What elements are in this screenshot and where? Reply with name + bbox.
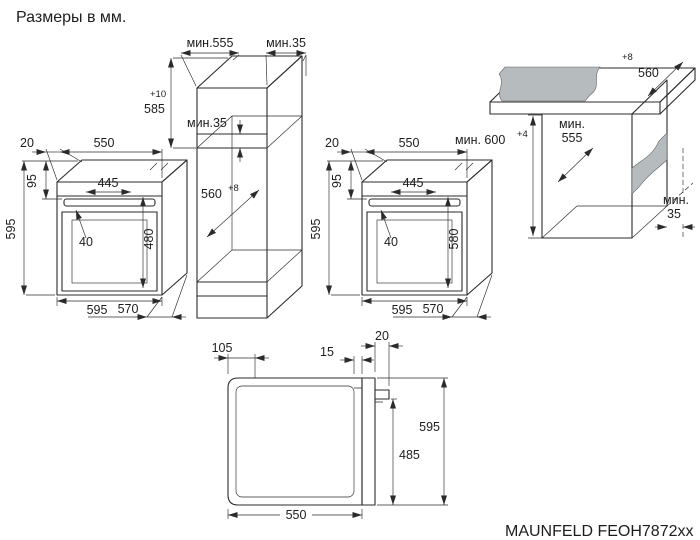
cabinet-top-face bbox=[196, 55, 303, 89]
cabinet-niche-interior bbox=[196, 115, 303, 283]
oven-handle-side bbox=[374, 389, 390, 400]
oven-side-face bbox=[161, 159, 188, 296]
dim-label-445: 445 bbox=[98, 176, 119, 190]
dim-label-445: 445 bbox=[403, 176, 424, 190]
oven-door bbox=[61, 211, 158, 292]
niche-walls bbox=[541, 113, 633, 239]
oven-side-view-drawing: 105 15 20 595 485 550 bbox=[212, 329, 448, 522]
dim-label-height-min600: мин. 600 bbox=[455, 133, 505, 147]
dim-label-vent-gap-min35: мин.35 bbox=[187, 116, 227, 130]
oven-side-face bbox=[466, 159, 493, 296]
oven-chassis-inner bbox=[235, 385, 355, 498]
dim-label-width-550: 550 bbox=[399, 136, 420, 150]
dim-label-width-bottom-595: 595 bbox=[87, 303, 108, 317]
dim-label-min-word-2: мин. bbox=[663, 193, 689, 207]
dim-label-depth-555: 555 bbox=[562, 131, 583, 145]
dim-label-height-595: 595 bbox=[309, 219, 323, 240]
dim-label-95: 95 bbox=[330, 174, 344, 188]
oven-handle bbox=[63, 198, 156, 207]
oven-isometric-left-drawing: 20 550 95 595 445 40 480 595 570 bbox=[4, 136, 188, 320]
undercounter-niche-drawing: +8 560 мин. 600 +4 мин. 555 мин. 35 bbox=[455, 52, 696, 239]
dim-label-height-595: 595 bbox=[419, 420, 440, 434]
dim-label-480: 480 bbox=[142, 229, 156, 250]
dim-label-gap-20: 20 bbox=[20, 136, 34, 150]
model-label: MAUNFELD FEOH7872xx bbox=[505, 523, 694, 540]
dim-label-40: 40 bbox=[79, 235, 93, 249]
oven-door-side bbox=[361, 377, 376, 506]
dim-label-min-word: мин. bbox=[559, 117, 585, 131]
dim-label-back-gap-min35: мин.35 bbox=[266, 36, 306, 50]
dim-label-485: 485 bbox=[399, 448, 420, 462]
dim-label-gap-20: 20 bbox=[325, 136, 339, 150]
dim-label-width-bottom-595: 595 bbox=[392, 303, 413, 317]
oven-door bbox=[366, 211, 463, 292]
oven-top-vents bbox=[454, 162, 474, 171]
countertop-break-region bbox=[498, 66, 601, 102]
dim-label-depth-570: 570 bbox=[423, 302, 444, 316]
dim-label-niche-height-585: 585 bbox=[144, 102, 165, 116]
side-panel-break-region bbox=[631, 132, 668, 195]
oven-door-window bbox=[71, 219, 148, 284]
oven-front-face bbox=[361, 181, 468, 296]
dim-label-niche-depth-tol: +8 bbox=[228, 183, 239, 194]
dim-label-580: 580 bbox=[447, 229, 461, 250]
dim-label-width-550: 550 bbox=[94, 136, 115, 150]
dim-label-40: 40 bbox=[384, 235, 398, 249]
dim-label-height-tol-plus4: +4 bbox=[517, 129, 528, 140]
oven-isometric-right-drawing: 20 550 95 595 445 40 580 595 570 bbox=[309, 136, 493, 320]
cabinet-side-face bbox=[266, 55, 303, 319]
oven-handle bbox=[368, 198, 461, 207]
dim-label-min-depth-555: мин.555 bbox=[187, 36, 234, 50]
dim-label-depth-560: 560 bbox=[638, 66, 659, 80]
dim-label-depth-570: 570 bbox=[118, 302, 139, 316]
dim-label-15: 15 bbox=[320, 345, 334, 359]
oven-body-outline bbox=[227, 377, 363, 506]
dim-label-gap-35: 35 bbox=[667, 207, 681, 221]
dim-label-height-595: 595 bbox=[4, 219, 18, 240]
dim-label-depth-550: 550 bbox=[286, 508, 307, 522]
oven-top-vents bbox=[149, 162, 169, 171]
dim-label-105: 105 bbox=[212, 341, 233, 355]
niche-floor-depth bbox=[541, 205, 668, 239]
dim-label-95: 95 bbox=[25, 174, 39, 188]
dim-label-niche-depth-560: 560 bbox=[201, 187, 222, 201]
countertop-end-face bbox=[659, 67, 696, 115]
dim-label-tol-plus10: +10 bbox=[150, 89, 166, 100]
oven-front-face bbox=[56, 181, 163, 296]
dim-label-depth-tol-plus8: +8 bbox=[622, 52, 633, 63]
tall-cabinet-niche-drawing: мин.555 мин.35 +10 585 мин.35 560 +8 bbox=[144, 36, 307, 319]
page-title: Размеры в мм. bbox=[16, 9, 126, 26]
dim-label-20: 20 bbox=[375, 329, 389, 343]
oven-door-window bbox=[376, 219, 453, 284]
